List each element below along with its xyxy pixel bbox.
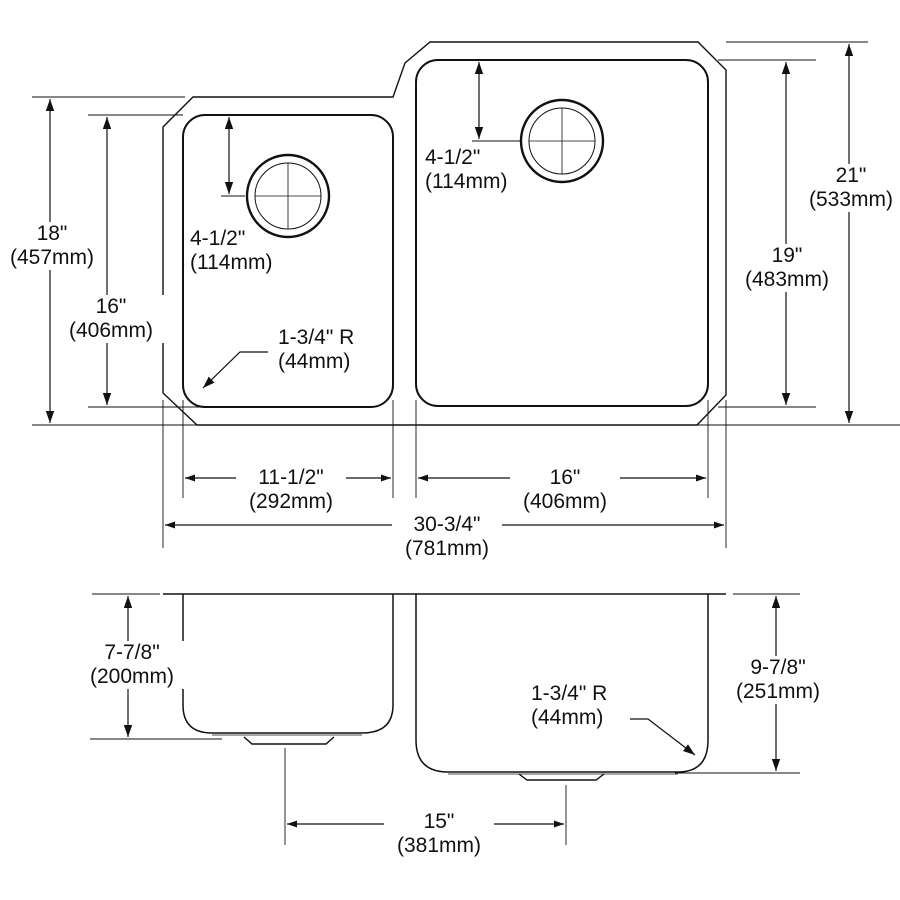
label-drain-spacing: 15" (381mm)	[384, 810, 494, 858]
label-left-bowl-height: 7-7/8" (200mm)	[78, 641, 186, 689]
label-left-bowl-depth: 16" (406mm)	[57, 295, 165, 343]
label-right-corner-radius: 1-3/4" R (44mm)	[531, 682, 608, 729]
right-bowl-outline	[415, 59, 709, 407]
label-right-bowl-depth: 19" (483mm)	[733, 244, 841, 292]
radius-leader-side	[630, 718, 696, 756]
right-drain	[519, 98, 605, 184]
label-left-corner-radius: 1-3/4" R (44mm)	[278, 326, 355, 373]
left-bowl-profile	[182, 594, 394, 734]
sink-outer-flange	[162, 41, 727, 426]
label-overall-width: 30-3/4" (781mm)	[392, 513, 502, 561]
label-overall-depth-right: 21" (533mm)	[797, 164, 900, 212]
left-drain	[245, 153, 331, 239]
label-overall-depth-left: 18" (457mm)	[0, 222, 104, 270]
radius-leader-top	[202, 351, 268, 389]
label-right-drain-offset: 4-1/2" (114mm)	[425, 146, 508, 193]
label-right-bowl-width: 16" (406mm)	[510, 466, 620, 514]
label-left-bowl-width: 11-1/2" (292mm)	[236, 466, 346, 514]
label-left-drain-offset: 4-1/2" (114mm)	[190, 227, 273, 274]
right-bowl-profile	[415, 594, 709, 773]
label-right-bowl-height: 9-7/8" (251mm)	[724, 656, 832, 704]
left-bowl-outline	[182, 114, 394, 408]
